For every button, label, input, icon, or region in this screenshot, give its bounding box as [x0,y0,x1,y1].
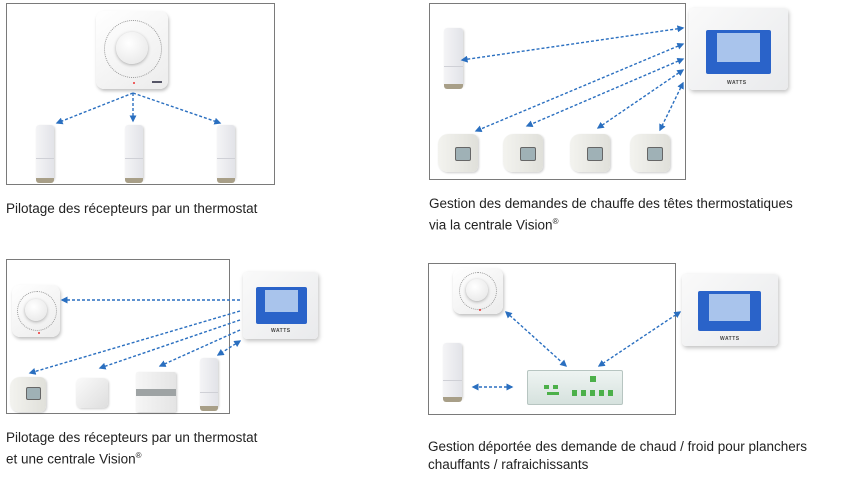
vision-central-4: WATTS [682,274,778,346]
receiver-box [136,372,176,412]
dial-knob [116,32,148,64]
thermostatic-head-4 [630,134,670,172]
vision-central-3: WATTS [243,272,318,339]
caption-4: Gestion déportée des demande de chaud / … [428,438,807,474]
receiver-1 [36,125,54,183]
dial-scale [459,272,497,310]
dial-thermostat-1 [96,11,168,89]
vision-screen [706,30,771,74]
receiver-4 [444,28,463,89]
thermostatic-head-2 [503,134,543,172]
dial-scale [104,20,162,78]
status-led [133,82,135,84]
registered-mark: ® [552,217,559,226]
thermostatic-head-1 [438,134,478,172]
vision-screen [256,287,307,324]
registered-mark: ® [135,451,142,460]
receiver-5 [200,358,218,411]
thermostatic-head-3 [570,134,610,172]
receiver-2 [125,125,143,183]
brand-logo [152,81,162,83]
thermostatic-head-5 [10,377,46,412]
caption-4-line-2: chauffants / rafraichissants [428,457,589,472]
caption-3-line-2: et une centrale Vision [6,451,136,467]
vision-brand: WATTS [727,80,747,86]
vision-central-2: WATTS [689,8,788,90]
caption-3-line-1: Pilotage des récepteurs par un thermosta… [6,430,258,445]
caption-2-line-1: Gestion des demandes de chauffe des tête… [429,196,793,211]
vision-brand: WATTS [271,328,291,334]
dial-knob [466,279,488,301]
receiver-3 [217,125,235,183]
dial-thermostat-3 [453,268,503,314]
floor-heating-base [527,370,623,405]
status-led [38,332,40,334]
receiver-6 [443,343,462,402]
caption-1-line-1: Pilotage des récepteurs par un thermosta… [6,201,258,216]
vision-brand: WATTS [720,336,740,342]
caption-1: Pilotage des récepteurs par un thermosta… [6,200,257,218]
smart-plug [76,378,108,408]
dial-thermostat-2 [12,285,60,337]
status-led [479,309,481,311]
caption-4-line-1: Gestion déportée des demande de chaud / … [428,439,808,454]
caption-2: Gestion des demandes de chauffe des tête… [429,195,793,235]
dial-knob [25,299,47,321]
caption-2-line-2: via la centrale Vision [429,217,553,233]
vision-screen [698,291,761,331]
caption-3: Pilotage des récepteurs par un thermosta… [6,429,257,469]
